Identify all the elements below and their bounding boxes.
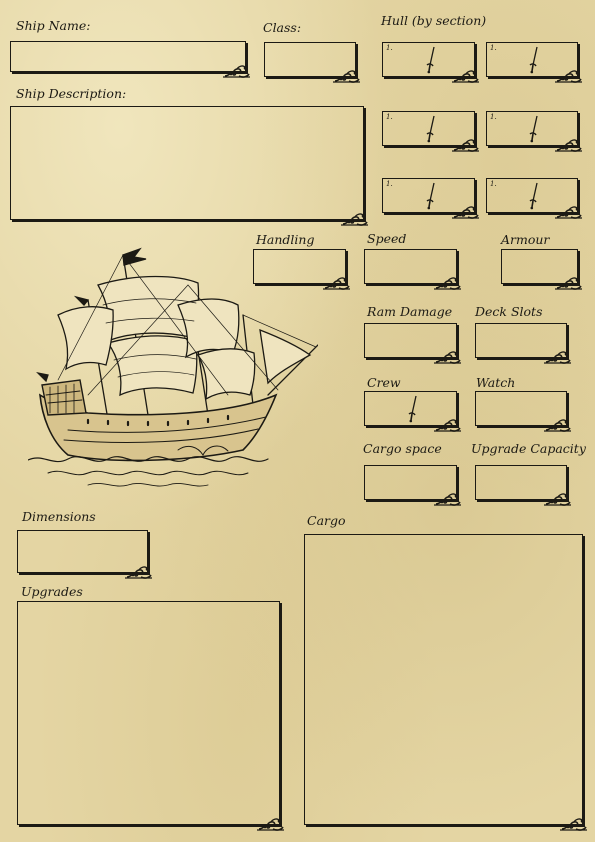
sword-icon (425, 115, 437, 143)
ram-damage-field[interactable] (364, 323, 457, 358)
flourish-icon (555, 275, 583, 291)
flourish-icon (555, 137, 583, 153)
flourish-icon (434, 275, 462, 291)
hull-section-number: 1. (386, 180, 393, 188)
ship-name-field[interactable] (10, 41, 246, 72)
flourish-icon (452, 204, 480, 220)
hull-section-number: 1. (490, 180, 497, 188)
ship-illustration (28, 247, 318, 487)
dimensions-label: Dimensions (22, 509, 96, 524)
cargo-space-label: Cargo space (363, 441, 442, 456)
hull-section-number: 1. (490, 113, 497, 121)
crew-label: Crew (367, 375, 401, 390)
sword-icon (425, 182, 437, 210)
sword-icon (528, 46, 540, 74)
flourish-icon (434, 349, 462, 365)
upgrade-capacity-label: Upgrade Capacity (471, 441, 586, 456)
flourish-icon (323, 275, 351, 291)
ram-damage-label: Ram Damage (367, 304, 453, 319)
flourish-icon (223, 63, 251, 79)
hull-section-number: 1. (490, 44, 497, 52)
flourish-icon (452, 68, 480, 84)
ship-description-field[interactable] (10, 106, 364, 220)
flourish-icon (257, 816, 285, 832)
hull-section-number: 1. (386, 44, 393, 52)
deck-slots-label: Deck Slots (475, 304, 543, 319)
upgrades-label: Upgrades (21, 584, 83, 599)
speed-label: Speed (367, 231, 407, 246)
flourish-icon (544, 349, 572, 365)
flourish-icon (555, 68, 583, 84)
dimensions-field[interactable] (17, 530, 148, 573)
watch-label: Watch (476, 375, 516, 390)
handling-label: Handling (256, 232, 315, 247)
hull-section-box[interactable]: 1. (486, 111, 578, 146)
flourish-icon (434, 491, 462, 507)
hull-section-box[interactable]: 1. (486, 178, 578, 213)
flourish-icon (341, 211, 369, 227)
cargo-field[interactable] (304, 534, 583, 825)
flourish-icon (560, 816, 588, 832)
cargo-space-field[interactable] (364, 465, 457, 500)
handling-field[interactable] (253, 249, 346, 284)
flourish-icon (555, 204, 583, 220)
watch-field[interactable] (475, 391, 567, 426)
armour-label: Armour (501, 232, 550, 247)
ship-description-label: Ship Description: (16, 86, 127, 101)
hull-label: Hull (by section) (381, 13, 487, 28)
flourish-icon (452, 137, 480, 153)
upgrade-capacity-field[interactable] (475, 465, 567, 500)
speed-field[interactable] (364, 249, 457, 284)
flourish-icon (333, 68, 361, 84)
hull-section-box[interactable]: 1. (382, 111, 475, 146)
hull-section-box[interactable]: 1. (486, 42, 578, 77)
ship-name-label: Ship Name: (16, 18, 91, 33)
hull-section-box[interactable]: 1. (382, 42, 475, 77)
class-label: Class: (263, 20, 302, 35)
armour-field[interactable] (501, 249, 578, 284)
sword-icon (407, 395, 419, 423)
deck-slots-field[interactable] (475, 323, 567, 358)
flourish-icon (434, 417, 462, 433)
upgrades-field[interactable] (17, 601, 280, 825)
sword-icon (528, 115, 540, 143)
class-field[interactable] (264, 42, 356, 77)
sword-icon (425, 46, 437, 74)
flourish-icon (544, 491, 572, 507)
cargo-label: Cargo (307, 513, 346, 528)
flourish-icon (544, 417, 572, 433)
sword-icon (528, 182, 540, 210)
hull-section-number: 1. (386, 113, 393, 121)
crew-field[interactable] (364, 391, 457, 426)
hull-section-box[interactable]: 1. (382, 178, 475, 213)
flourish-icon (125, 564, 153, 580)
